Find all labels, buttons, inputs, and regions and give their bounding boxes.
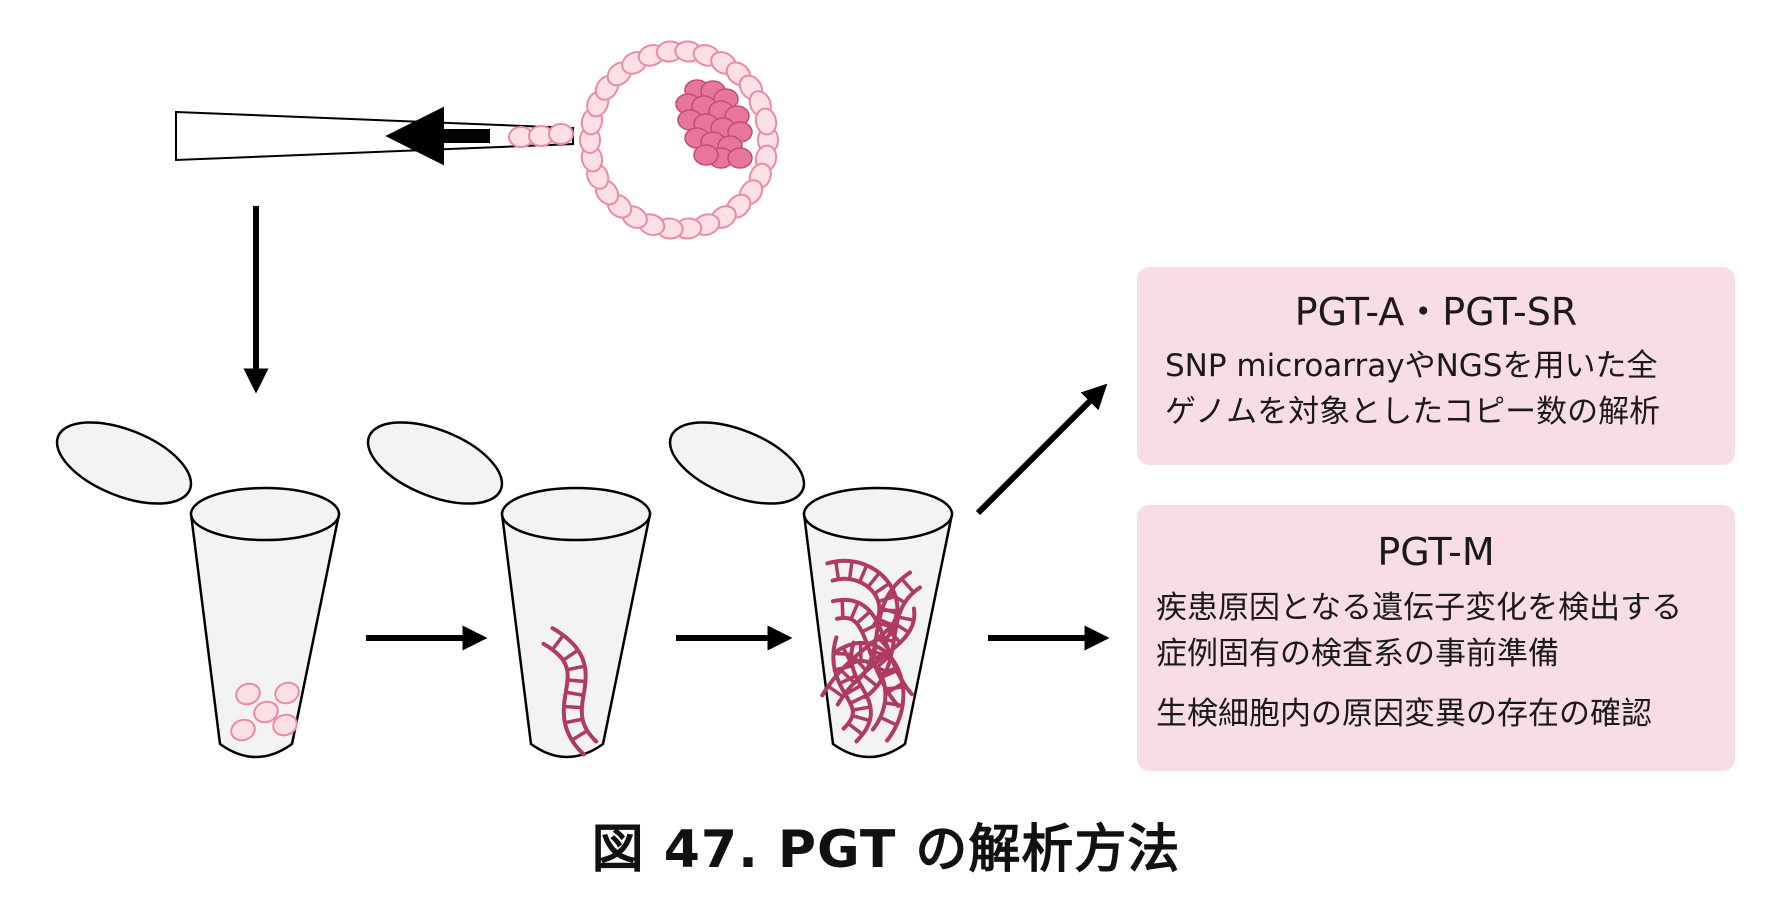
pgt-a-sr-box: PGT-A・PGT-SR SNP microarrayやNGSを用いた全 ゲノム…: [1137, 267, 1735, 465]
pgt-m-title: PGT-M: [1137, 529, 1735, 575]
tube-lid: [659, 406, 815, 520]
figure-caption: 図 47. PGT の解析方法: [0, 818, 1772, 882]
tube-dna-icon: [357, 406, 650, 757]
inner-cell-mass-cell: [728, 148, 752, 168]
tube-rim: [502, 488, 650, 540]
arrow-to-pgt-a: [978, 389, 1102, 513]
pgt-a-sr-line-2: ゲノムを対象としたコピー数の解析: [1137, 389, 1735, 435]
tube-rim: [191, 488, 339, 540]
tube-cells-icon: [46, 406, 339, 757]
pgt-m-box: PGT-M 疾患原因となる遺伝子変化を検出する 症例固有の検査系の事前準備 生検…: [1137, 505, 1735, 771]
aspirated-cell: [549, 124, 573, 144]
pgt-m-line-1: 疾患原因となる遺伝子変化を検出する: [1137, 585, 1735, 631]
tube-lid: [357, 406, 513, 520]
pgt-m-line-3: 生検細胞内の原因変異の存在の確認: [1137, 691, 1735, 737]
pgt-a-sr-title: PGT-A・PGT-SR: [1137, 289, 1735, 335]
tube-lid: [46, 406, 202, 520]
blastocyst-icon: [509, 40, 779, 240]
inner-cell-mass-cell: [694, 145, 718, 165]
pgt-m-line-2: 症例固有の検査系の事前準備: [1137, 631, 1735, 677]
pgt-a-sr-line-1: SNP microarrayやNGSを用いた全: [1137, 343, 1735, 389]
dna-rung: [564, 707, 582, 708]
process-arrows: [256, 206, 1102, 638]
tube-amplified-dna-icon: [659, 406, 952, 757]
dna-rung: [885, 687, 903, 689]
dna-rung: [842, 600, 843, 618]
tube-rim: [804, 488, 952, 540]
dna-rung: [567, 680, 585, 681]
dna-rung: [850, 561, 852, 579]
dna-rung: [833, 653, 851, 654]
